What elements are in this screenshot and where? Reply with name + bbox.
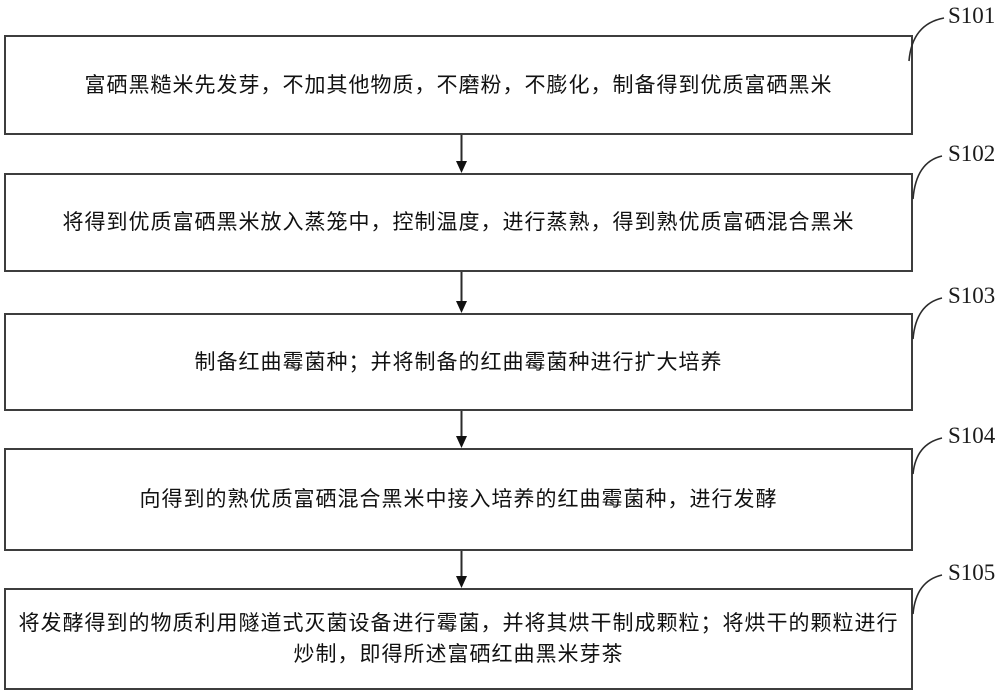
step-label-s103: S103 xyxy=(948,283,996,308)
flow-arrow-1 xyxy=(456,135,467,173)
process-step-box-2: 将得到优质富硒黑米放入蒸笼中，控制温度，进行蒸熟，得到熟优质富硒混合黑米 xyxy=(4,173,913,272)
leader-curve-s103 xyxy=(912,297,943,340)
leader-curve-s105 xyxy=(912,574,943,615)
step-label-s102: S102 xyxy=(948,141,996,166)
process-step-box-3: 制备红曲霉菌种；并将制备的红曲霉菌种进行扩大培养 xyxy=(4,313,913,411)
step-text-line: 将得到优质富硒黑米放入蒸笼中，控制温度，进行蒸熟，得到熟优质富硒混合黑米 xyxy=(62,210,855,234)
step-label-s101: S101 xyxy=(948,3,996,28)
step-text-line: 向得到的熟优质富硒混合黑米中接入培养的红曲霉菌种，进行发酵 xyxy=(139,487,778,511)
step-label-s105: S105 xyxy=(948,560,996,585)
step-text-line: 炒制，即得所述富硒红曲黑米芽茶 xyxy=(293,642,624,666)
flow-arrow-3 xyxy=(456,411,467,448)
step-text-line: 富硒黑糙米先发芽，不加其他物质，不磨粉，不膨化，制备得到优质富硒黑米 xyxy=(84,72,833,97)
leader-curve-s104 xyxy=(912,437,943,475)
process-step-box-4: 向得到的熟优质富硒混合黑米中接入培养的红曲霉菌种，进行发酵 xyxy=(4,448,913,551)
process-step-box-1: 富硒黑糙米先发芽，不加其他物质，不磨粉，不膨化，制备得到优质富硒黑米 xyxy=(4,35,913,135)
step-text-line: 制备红曲霉菌种；并将制备的红曲霉菌种进行扩大培养 xyxy=(194,349,723,374)
leader-curve-s101 xyxy=(908,17,945,62)
step-label-s104: S104 xyxy=(948,423,996,448)
step-text-line: 将发酵得到的物质利用隧道式灭菌设备进行霉菌，并将其烘干制成颗粒；将烘干的颗粒进行 xyxy=(18,611,899,635)
flow-arrow-2 xyxy=(456,272,467,313)
leader-curve-s102 xyxy=(912,155,943,200)
flow-arrow-4 xyxy=(456,551,467,588)
process-step-box-5: 将发酵得到的物质利用隧道式灭菌设备进行霉菌，并将其烘干制成颗粒；将烘干的颗粒进行… xyxy=(4,588,913,690)
